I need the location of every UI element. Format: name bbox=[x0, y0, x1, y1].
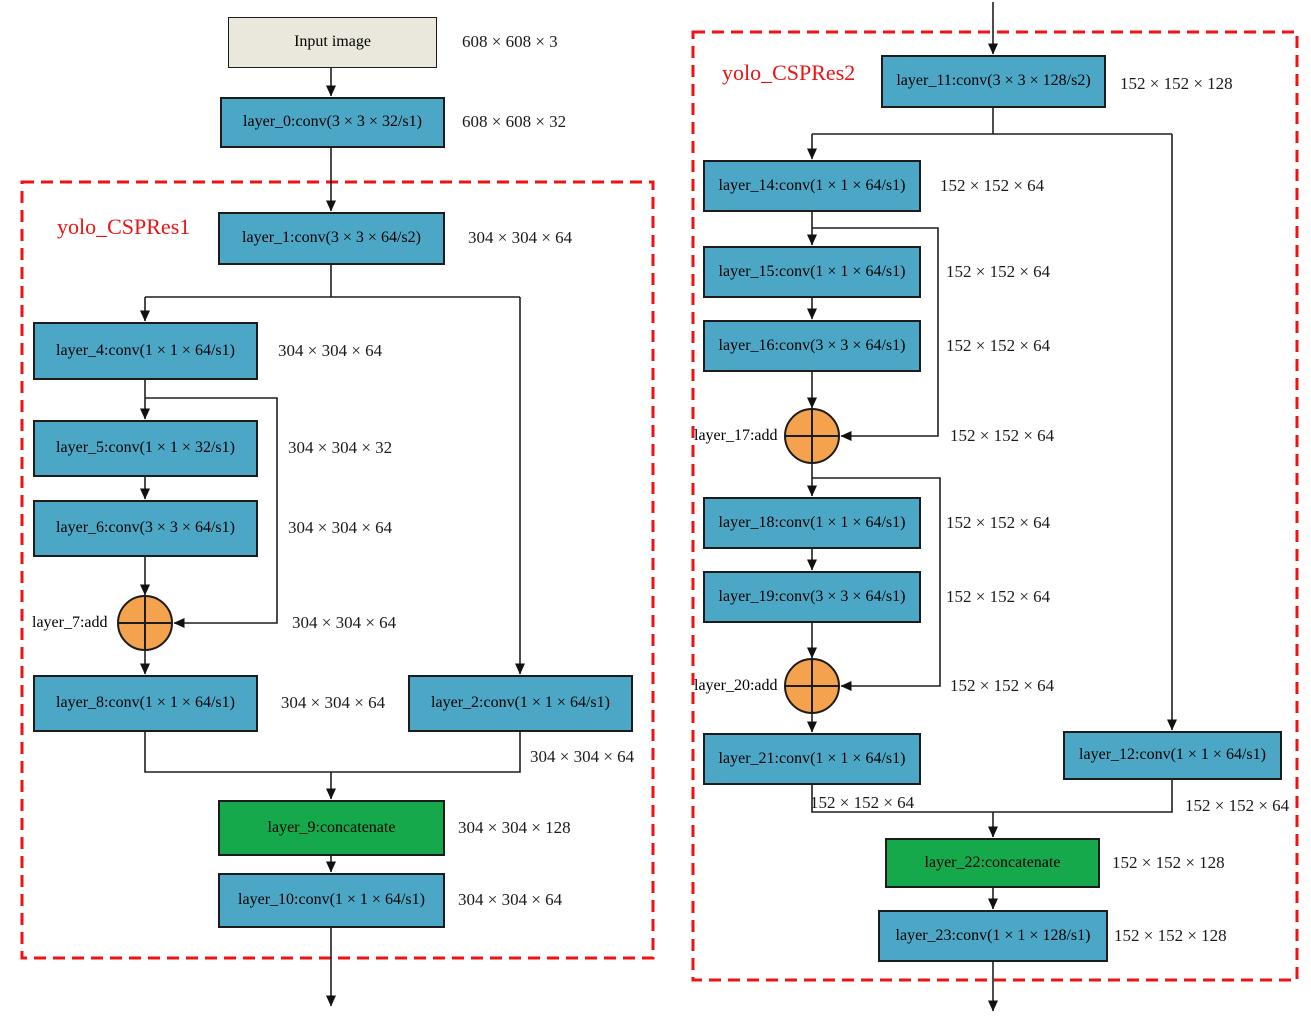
add-node-layer-20 bbox=[784, 658, 840, 714]
group-label-cspres1: yolo_CSPRes1 bbox=[57, 214, 191, 239]
dim-layer-21: 152 × 152 × 64 bbox=[810, 793, 915, 812]
node-layer-10: layer_10:conv(1 × 1 × 64/s1) bbox=[218, 873, 445, 928]
edge-skip-add17-add20 bbox=[812, 477, 941, 691]
group-label-cspres2: yolo_CSPRes2 bbox=[722, 60, 856, 85]
node-layer-12: layer_12:conv(1 × 1 × 64/s1) bbox=[1063, 731, 1282, 780]
dim-layer-9: 304 × 304 × 128 bbox=[458, 818, 571, 837]
dim-layer-10: 304 × 304 × 64 bbox=[458, 890, 563, 909]
edge-skip-layer4-add7 bbox=[145, 397, 278, 628]
node-layer-5: layer_5:conv(1 × 1 × 32/s1) bbox=[33, 420, 258, 477]
dim-layer-19: 152 × 152 × 64 bbox=[946, 587, 1051, 606]
add-label-layer-17: layer_17:add bbox=[694, 427, 778, 444]
dim-layer-16: 152 × 152 × 64 bbox=[946, 336, 1051, 355]
dim-layer-6: 304 × 304 × 64 bbox=[288, 518, 393, 537]
dim-layer-20: 152 × 152 × 64 bbox=[950, 676, 1055, 695]
node-layer-11: layer_11:conv(3 × 3 × 128/s2) bbox=[881, 55, 1106, 108]
dim-layer-1: 304 × 304 × 64 bbox=[468, 228, 573, 247]
group-box-cspres2 bbox=[691, 30, 1299, 982]
edge-layer8-merge bbox=[144, 732, 331, 773]
node-layer-16: layer_16:conv(3 × 3 × 64/s1) bbox=[703, 320, 921, 372]
dim-layer-4: 304 × 304 × 64 bbox=[278, 341, 383, 360]
node-layer-22: layer_22:concatenate bbox=[885, 838, 1100, 888]
node-layer-1: layer_1:conv(3 × 3 × 64/s2) bbox=[218, 212, 445, 265]
edge-skip-layer14-add17 bbox=[812, 227, 939, 441]
dim-layer-15: 152 × 152 × 64 bbox=[946, 262, 1051, 281]
node-layer-23: layer_23:conv(1 × 1 × 128/s1) bbox=[878, 910, 1108, 962]
edge-layer21-merge bbox=[811, 785, 993, 813]
node-layer-0: layer_0:conv(3 × 3 × 32/s1) bbox=[220, 97, 445, 148]
dim-input: 608 × 608 × 3 bbox=[462, 32, 558, 51]
node-layer-6: layer_6:conv(3 × 3 × 64/s1) bbox=[33, 500, 258, 557]
dim-layer-0: 608 × 608 × 32 bbox=[462, 112, 567, 131]
dim-layer-5: 304 × 304 × 32 bbox=[288, 438, 393, 457]
node-input-image: Input image bbox=[228, 17, 437, 68]
node-layer-4: layer_4:conv(1 × 1 × 64/s1) bbox=[33, 322, 258, 380]
node-layer-9: layer_9:concatenate bbox=[218, 800, 445, 856]
add-node-layer-17 bbox=[784, 408, 840, 464]
node-layer-19: layer_19:conv(3 × 3 × 64/s1) bbox=[703, 571, 921, 623]
group-box-cspres1 bbox=[20, 180, 655, 960]
dim-layer-2: 304 × 304 × 64 bbox=[530, 747, 635, 766]
dim-layer-23: 152 × 152 × 128 bbox=[1114, 926, 1227, 945]
node-layer-2: layer_2:conv(1 × 1 × 64/s1) bbox=[408, 675, 633, 732]
node-layer-14: layer_14:conv(1 × 1 × 64/s1) bbox=[703, 160, 921, 212]
dim-layer-14: 152 × 152 × 64 bbox=[940, 176, 1045, 195]
node-layer-15: layer_15:conv(1 × 1 × 64/s1) bbox=[703, 246, 921, 298]
dim-layer-8: 304 × 304 × 64 bbox=[280, 693, 386, 712]
node-layer-8: layer_8:conv(1 × 1 × 64/s1) bbox=[33, 675, 258, 732]
add-label-layer-7: layer_7:add bbox=[32, 614, 108, 631]
edge-layer2-merge bbox=[331, 732, 521, 773]
dim-layer-18: 152 × 152 × 64 bbox=[946, 513, 1051, 532]
dim-layer-11: 152 × 152 × 128 bbox=[1120, 74, 1233, 93]
node-layer-18: layer_18:conv(1 × 1 × 64/s1) bbox=[703, 497, 921, 549]
dim-layer-12: 152 × 152 × 64 bbox=[1185, 796, 1290, 815]
dim-layer-7: 304 × 304 × 64 bbox=[292, 613, 397, 632]
dim-layer-17: 152 × 152 × 64 bbox=[950, 426, 1055, 445]
add-node-layer-7 bbox=[117, 595, 173, 651]
edge-layer12-merge bbox=[993, 780, 1173, 813]
dim-layer-22: 152 × 152 × 128 bbox=[1112, 853, 1225, 872]
node-layer-21: layer_21:conv(1 × 1 × 64/s1) bbox=[703, 733, 921, 785]
add-label-layer-20: layer_20:add bbox=[694, 677, 778, 694]
